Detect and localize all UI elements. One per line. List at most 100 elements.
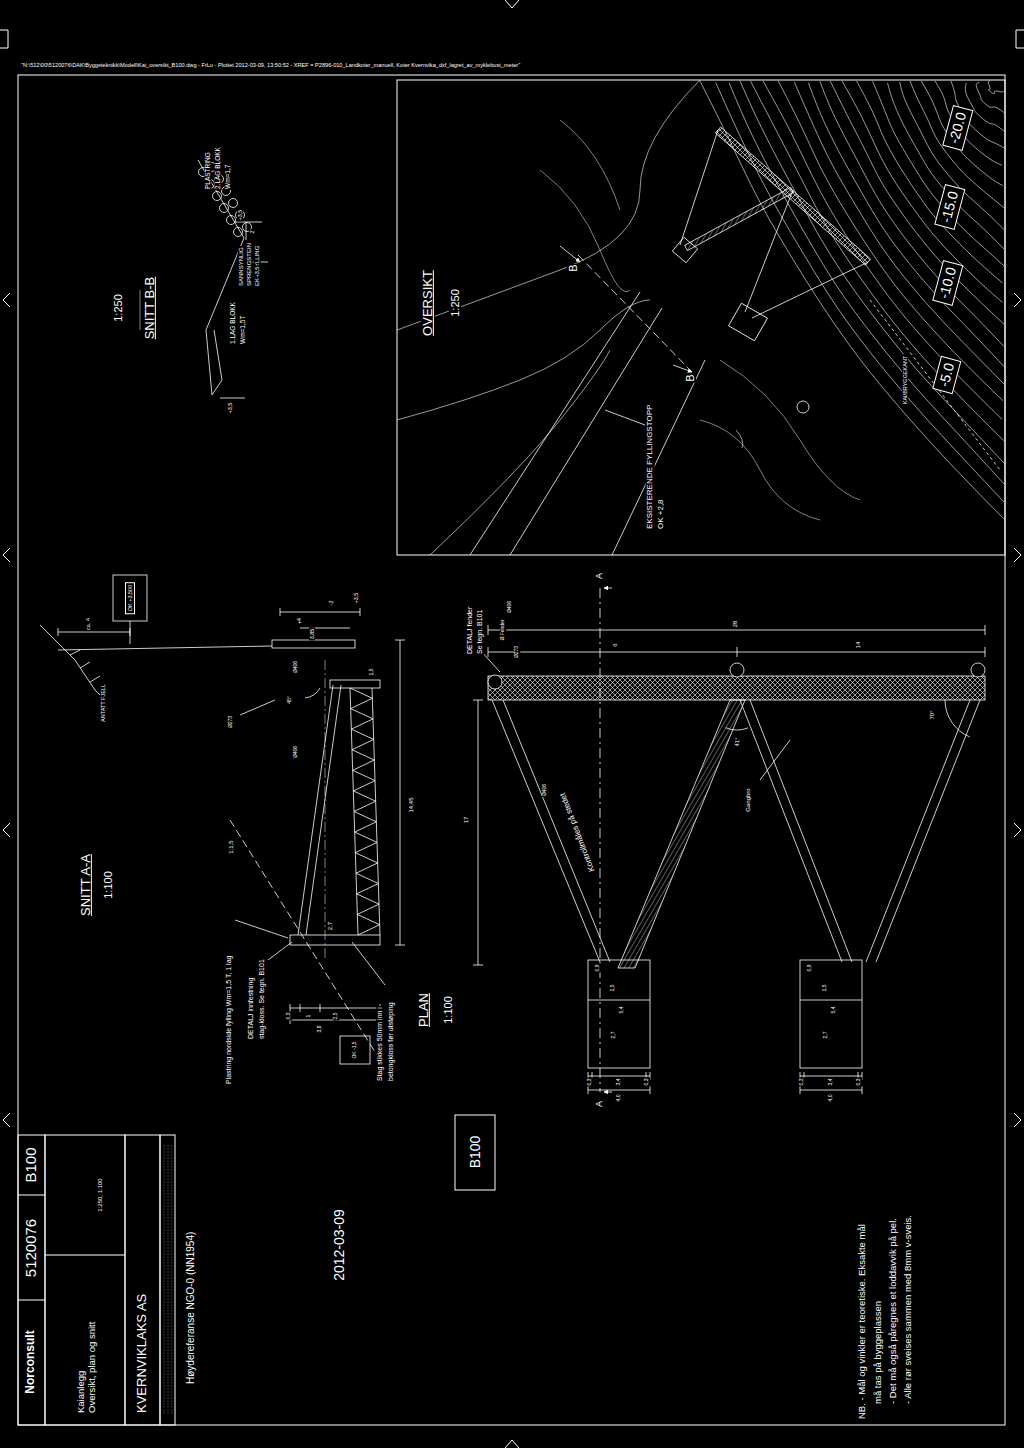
- plan-view: [588, 1000, 862, 1001]
- drawing-label: 2012-03-09: [332, 1208, 347, 1282]
- plan-view: [488, 675, 502, 689]
- cell-text: 5120076: [23, 1219, 40, 1277]
- section-a-a: [58, 646, 272, 650]
- section-a-a: [272, 640, 355, 648]
- drawing-label: 0,3: [587, 1078, 593, 1087]
- drawing-label: 14: [855, 641, 862, 650]
- drawing-label: 1.LAG BLOKK: [229, 301, 236, 345]
- drawing-label: NB. - Mål og vinkler er teoretiske. Eksa…: [857, 1223, 867, 1420]
- drawing-label: KAI/BRYGGEKANT: [902, 355, 908, 406]
- drawing-label: 0,9: [807, 964, 813, 973]
- drawing-label: B: [567, 263, 579, 272]
- drawing-label: 2: [249, 229, 255, 234]
- title-block-cell: B100: [22, 1145, 41, 1184]
- drawing-label: betongkloss før utstøping: [387, 1001, 395, 1082]
- sheet-frame: [0, 30, 1024, 48]
- title-block: [45, 1255, 125, 1256]
- section-a-a: [40, 575, 405, 1064]
- drawing-label: Ø406: [542, 783, 548, 797]
- cell-text: B100: [468, 1136, 483, 1169]
- drawing-label: 0,3: [856, 1078, 862, 1087]
- overview-map: [578, 255, 692, 372]
- section-a-a: [395, 640, 405, 945]
- drawing-label: +3,5: [254, 266, 260, 279]
- cell-text: B100: [23, 1147, 40, 1182]
- drawing-label: 1,5: [610, 984, 616, 993]
- drawing-label: 6: [612, 642, 619, 647]
- drawing-label: 2,5: [333, 1012, 339, 1021]
- overview-map: [540, 120, 630, 292]
- section-a-a: [350, 688, 380, 935]
- title-block: [18, 1135, 45, 1425]
- overview-map: [672, 237, 697, 262]
- drawing-label: 28: [732, 620, 739, 629]
- overview-map: [397, 80, 700, 330]
- drawing-label: 1:1,5: [228, 839, 235, 854]
- plan-view: [760, 740, 790, 780]
- plan-view: [800, 960, 862, 1068]
- section-a-a: [340, 1036, 370, 1064]
- title-block-cell: 1:250, 1:100: [96, 1176, 105, 1213]
- plan-view: [945, 700, 970, 737]
- overview-map: [797, 401, 809, 413]
- drawing-label: 1:100: [442, 995, 454, 1025]
- plan-view: [740, 700, 980, 962]
- drawing-label: Ø273: [514, 645, 520, 659]
- drawing-label: 3,85: [309, 628, 315, 641]
- armour-block: [229, 199, 238, 208]
- cell-text: KVERNVIKLAKS AS: [135, 1294, 149, 1413]
- drawing-label: OK -1,5: [352, 1040, 358, 1059]
- overview-map: [605, 410, 645, 425]
- drawing-label: 41°: [734, 736, 741, 747]
- plan-view: [600, 588, 601, 1092]
- cell-text: Kaianlegg: [76, 1322, 86, 1413]
- plan-view: [488, 676, 985, 700]
- drawing-label: B: [684, 373, 696, 382]
- overview-map: [470, 292, 705, 555]
- drawing-label: 3,8: [317, 1025, 323, 1034]
- plan-view: [618, 700, 745, 968]
- title-block: [18, 1115, 495, 1425]
- section-a-a: [113, 575, 147, 621]
- drawing-label: 1:250: [449, 288, 461, 318]
- drawing-label: 1,5: [369, 668, 375, 677]
- depth-contour: [729, 83, 1004, 484]
- title-block-cell: Norconsult: [23, 1328, 38, 1395]
- overview-map: [397, 80, 1005, 555]
- drawing-label: 2.LAG BLOKK: [214, 146, 221, 190]
- armour-block: [220, 204, 229, 213]
- section-b-b: [198, 160, 244, 395]
- plan-view: [588, 960, 650, 1068]
- title-block: [125, 1135, 160, 1425]
- depth-contour: [763, 81, 1002, 419]
- drawing-label: Wm=1,7: [224, 164, 231, 190]
- drawing-label: må tas på byggeplassen: [873, 1300, 883, 1405]
- drawing-label: Ø406: [293, 745, 299, 759]
- depth-contour: [988, 81, 1004, 94]
- overview-map: [870, 300, 1000, 470]
- section-a-a: [290, 935, 380, 945]
- armour-block: [227, 216, 236, 225]
- title-block: [455, 1115, 495, 1190]
- sheet-frame: [3, 293, 10, 1127]
- drawing-label: 5,4: [619, 1006, 625, 1015]
- drawing-label: SNITT A-A: [79, 853, 93, 917]
- title-block-cell: KVERNVIKLAKS AS: [134, 1292, 150, 1415]
- plan-view: [604, 588, 612, 589]
- armour-block: [213, 192, 222, 201]
- drawing-label: 4,0: [828, 1094, 834, 1103]
- plan-view: [971, 663, 985, 677]
- depth-contour: [778, 81, 1003, 401]
- drawing-label: Ø273: [228, 715, 234, 729]
- depth-contour: [935, 81, 1002, 165]
- title-block-cell: KaianleggOversikt, plan og snitt: [75, 1320, 99, 1415]
- overview-map: [729, 303, 768, 341]
- drawing-label: Ø.Fender: [500, 618, 506, 641]
- overview-map: [736, 430, 743, 448]
- drawing-label: OK +2,8: [657, 498, 666, 530]
- section-b-b: [140, 160, 268, 398]
- drawing-label: ANTATT FJELL: [100, 683, 106, 723]
- drawing-label: 1: [306, 1014, 312, 1019]
